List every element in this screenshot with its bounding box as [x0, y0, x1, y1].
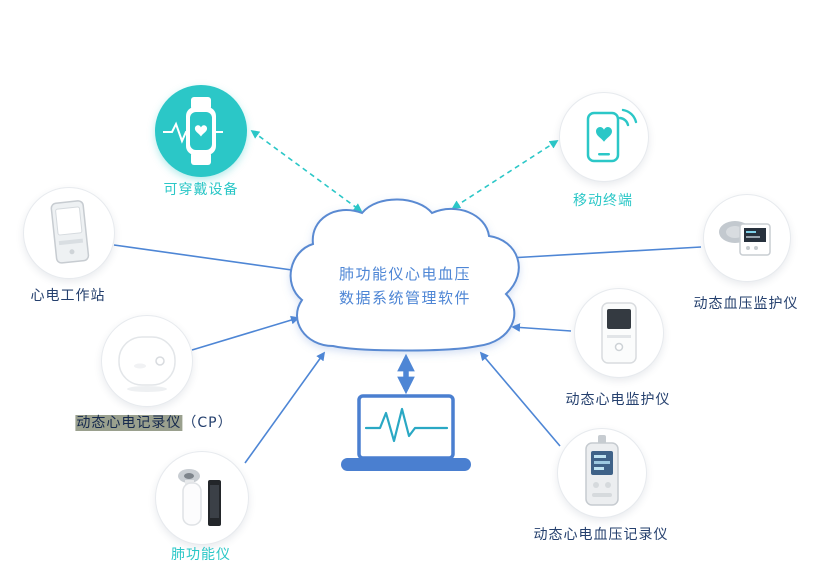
label-workstation: 心电工作站	[30, 288, 106, 304]
cloud-shape	[289, 198, 520, 352]
node-wearable	[155, 85, 247, 177]
label-holter-recorder: 动态心电记录仪（CP）	[75, 412, 232, 432]
arrow-abp-monitor-to-cloud	[507, 246, 702, 262]
arrow-spirometer-to-cloud	[244, 351, 326, 464]
laptop-icon	[341, 394, 471, 471]
arrow-holter-monitor-to-cloud	[511, 323, 572, 332]
label-abp-monitor: 动态血压监护仪	[693, 296, 799, 312]
label-ecg-bp-recorder: 动态心电血压记录仪	[533, 527, 669, 543]
arrow-ecg-bp-recorder-to-cloud	[479, 351, 561, 447]
arrow-wearable-cloud	[250, 129, 363, 213]
spirometer-icon	[178, 469, 221, 526]
node-workstation	[23, 187, 115, 279]
label-holter-monitor: 动态心电监护仪	[565, 392, 671, 408]
ecg-workstation-icon	[50, 200, 90, 264]
label-wearable: 可穿戴设备	[163, 182, 239, 198]
holter-monitor-icon	[601, 302, 637, 364]
node-abp-monitor	[703, 194, 791, 282]
node-mobile	[559, 92, 649, 182]
label-spirometer: 肺功能仪	[171, 547, 231, 563]
node-ecg-bp-recorder	[557, 428, 647, 518]
smartwatch-icon	[163, 97, 223, 165]
label-holter-recorder-main: 动态心电记录仪	[75, 415, 183, 431]
label-holter-recorder-suffix: （CP）	[182, 415, 233, 431]
node-holter-recorder	[101, 315, 193, 407]
ecg-bp-recorder-icon	[585, 435, 619, 506]
node-holter-monitor	[574, 288, 664, 378]
arrow-holter-recorder-to-cloud	[191, 315, 300, 351]
arrow-workstation-to-cloud	[113, 244, 301, 275]
node-spirometer	[155, 451, 249, 545]
abp-monitor-icon	[719, 221, 771, 256]
label-mobile: 移动终端	[573, 193, 633, 209]
smartphone-icon	[586, 108, 638, 163]
holter-recorder-icon	[118, 336, 176, 392]
arrow-mobile-cloud	[451, 140, 559, 209]
